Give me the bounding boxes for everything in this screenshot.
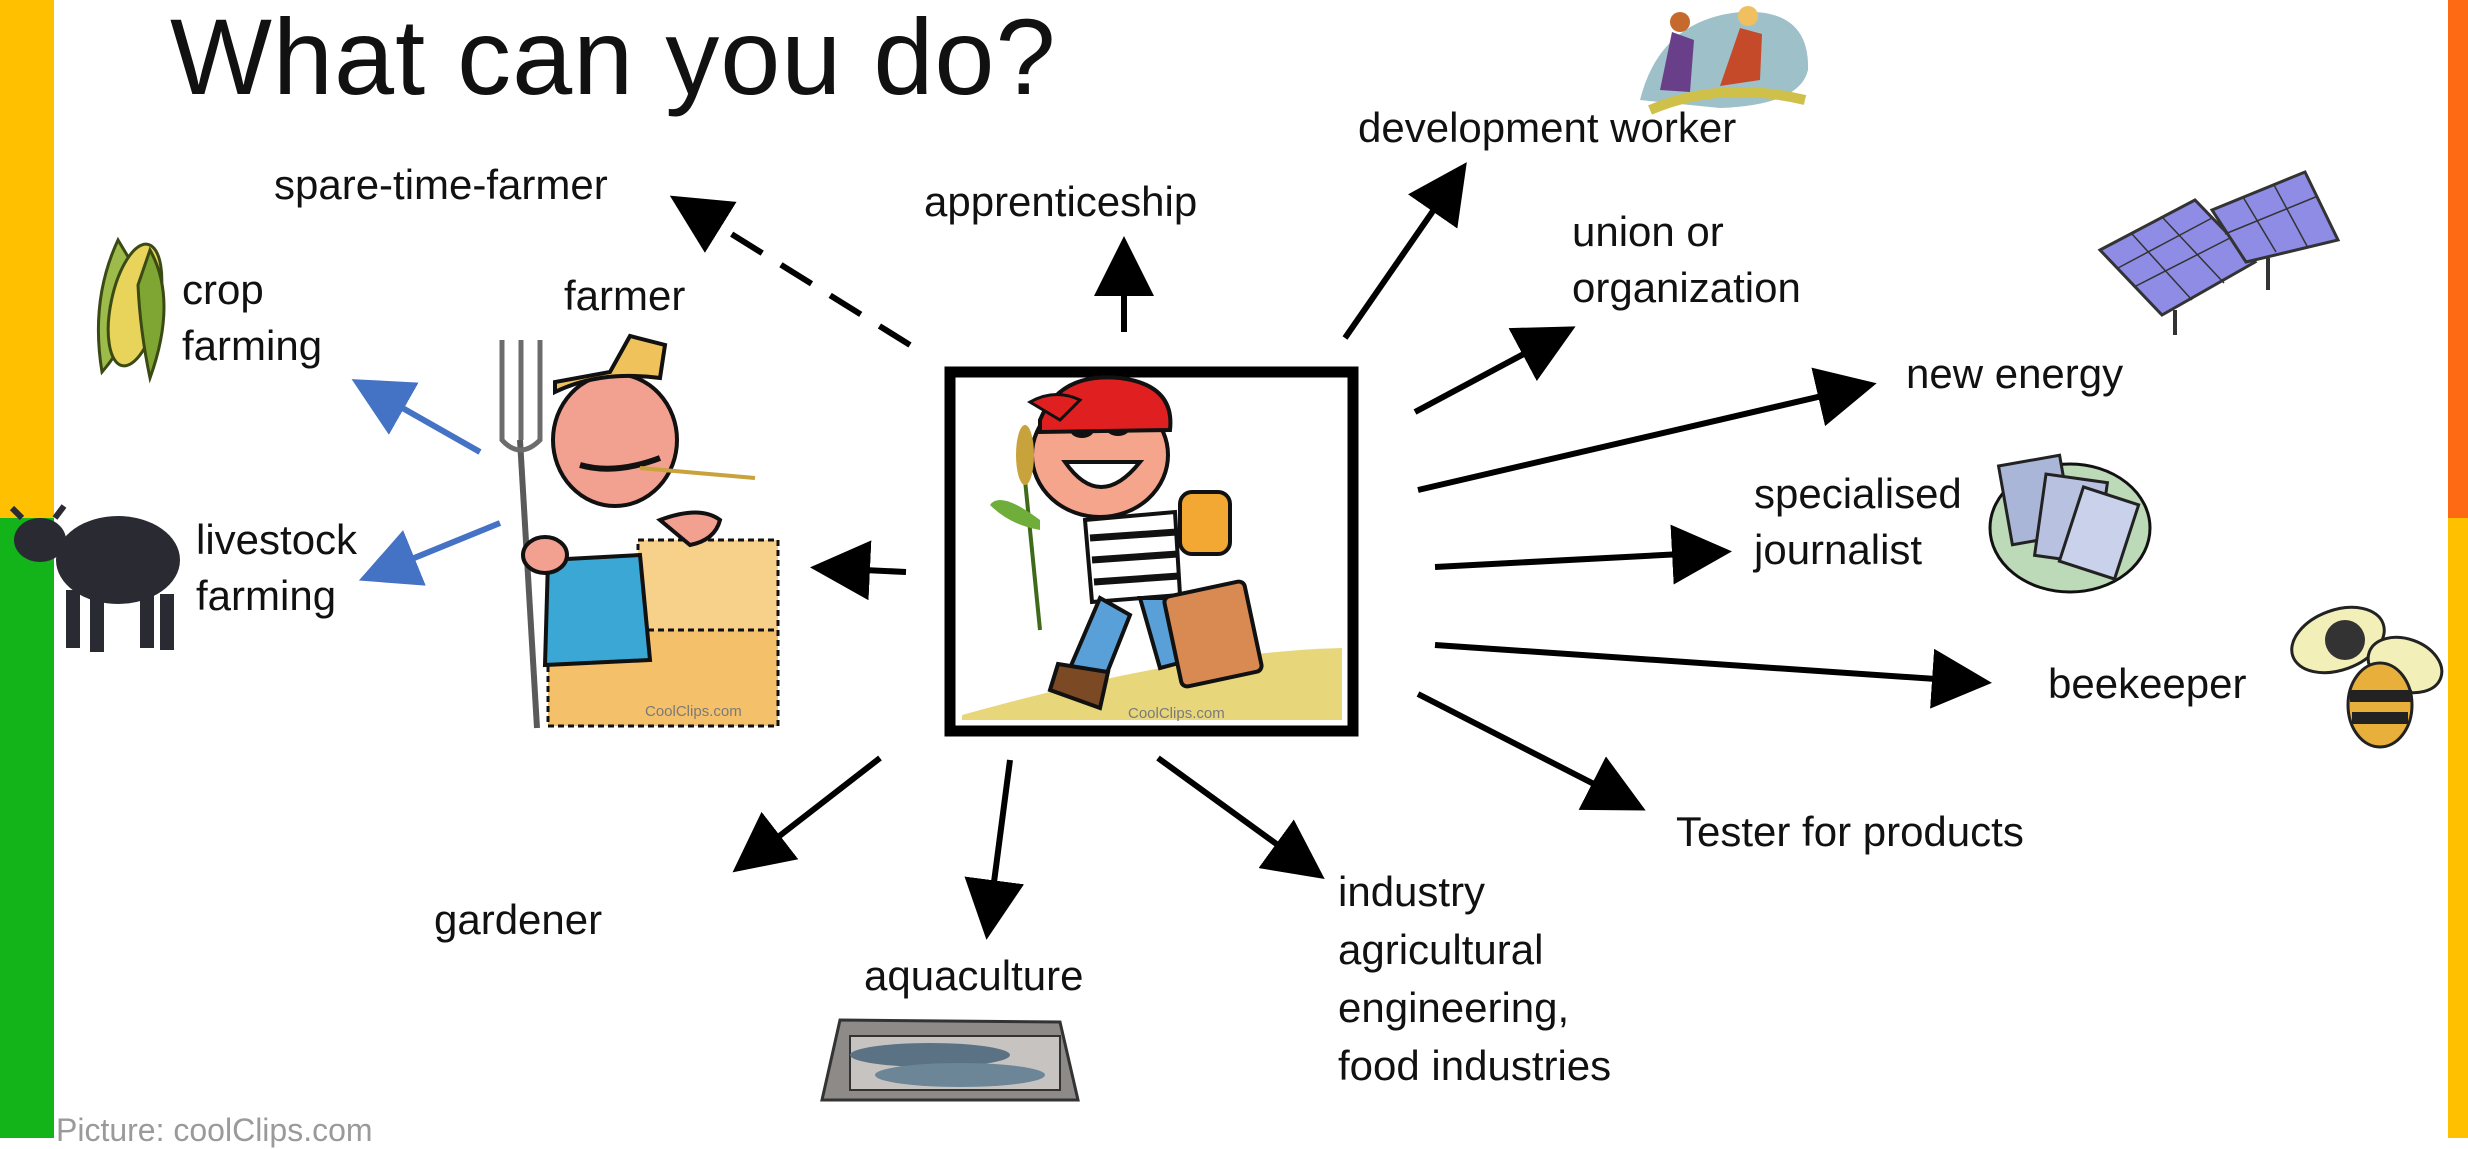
label-union-line1: union or xyxy=(1572,208,1724,255)
arrow-union xyxy=(1413,326,1576,415)
label-industry-line3: engineering, xyxy=(1338,984,1570,1031)
arrow-aquaculture xyxy=(964,759,1024,940)
label-beekeeper: beekeeper xyxy=(2048,660,2247,707)
center-watermark: CoolClips.com xyxy=(1128,705,1225,722)
solar-panels-image xyxy=(2097,170,2341,335)
right-accent-bar-yellow xyxy=(2448,518,2468,1138)
left-accent-bar-yellow xyxy=(0,0,54,518)
label-livestock-line2: farming xyxy=(196,572,337,619)
label-crop-line1: crop xyxy=(182,266,264,313)
arrow-farmer xyxy=(810,540,907,601)
label-industry-line2: agricultural xyxy=(1338,926,1544,973)
fish-tray-image xyxy=(820,1018,1080,1102)
corn-image xyxy=(96,236,166,384)
left-accent-bar-green xyxy=(0,518,54,1138)
label-new-energy: new energy xyxy=(1906,350,2124,397)
right-accent-bar-orange xyxy=(2448,0,2468,518)
newspapers-image xyxy=(1988,453,2152,594)
label-journalist-line1: specialised xyxy=(1754,470,1962,517)
label-aquaculture: aquaculture xyxy=(864,952,1084,999)
label-industry-line4: food industries xyxy=(1338,1042,1612,1089)
arrow-crop-farming xyxy=(351,379,482,455)
slide-title: What can you do? xyxy=(170,0,1057,117)
label-union-line2: organization xyxy=(1572,264,1801,311)
label-livestock-line1: livestock xyxy=(196,516,358,563)
label-apprenticeship: apprenticeship xyxy=(924,178,1198,225)
cow-image xyxy=(9,504,180,652)
bee-image xyxy=(2290,605,2444,749)
arrow-beekeeper xyxy=(1434,642,1992,709)
arrow-tester xyxy=(1416,691,1646,811)
label-journalist-line2: journalist xyxy=(1754,526,1923,573)
arrow-journalist xyxy=(1434,524,1732,585)
development-worker-image xyxy=(1640,6,1809,115)
arrow-new-energy xyxy=(1417,367,1877,493)
label-crop-line2: farming xyxy=(182,322,323,369)
label-farmer: farmer xyxy=(564,272,686,319)
arrow-industry xyxy=(1156,755,1325,880)
arrow-livestock-farming xyxy=(358,520,502,586)
label-development-worker: development worker xyxy=(1358,104,1737,151)
arrow-gardener xyxy=(732,755,882,873)
center-image-frame xyxy=(944,366,1359,737)
picture-credit: Picture: coolClips.com xyxy=(56,1112,373,1148)
label-spare-time-farmer: spare-time-farmer xyxy=(274,161,608,208)
farmer-watermark: CoolClips.com xyxy=(645,703,742,720)
label-gardener: gardener xyxy=(434,896,603,943)
arrow-spare-time-farmer xyxy=(669,195,912,348)
arrow-development-worker xyxy=(1342,162,1467,340)
label-industry-line1: industry xyxy=(1338,868,1486,915)
farmer-image: CoolClips.com xyxy=(499,333,780,729)
label-tester-for-products: Tester for products xyxy=(1676,808,2024,855)
